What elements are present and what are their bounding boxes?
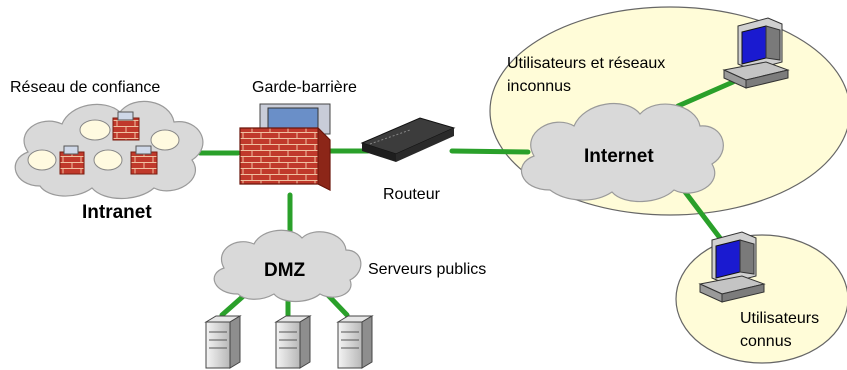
known-users-label-line1: Utilisateurs bbox=[740, 310, 819, 327]
known-users-label-line2: connus bbox=[740, 333, 792, 350]
internet-label: Internet bbox=[584, 146, 654, 167]
mini-firewall-icon bbox=[59, 145, 85, 175]
server-icon bbox=[274, 315, 312, 369]
router-icon bbox=[360, 117, 456, 162]
mini-firewall-icon bbox=[130, 145, 158, 175]
intranet-cloud-icon bbox=[14, 100, 204, 199]
mini-firewall-icon bbox=[112, 111, 140, 141]
public-servers-label: Serveurs publics bbox=[368, 261, 486, 278]
firewall-icon bbox=[239, 103, 331, 191]
firewall-label: Garde-barrière bbox=[252, 79, 357, 96]
server-icon bbox=[204, 315, 242, 369]
dmz-cloud-icon bbox=[213, 229, 362, 303]
trusted-network-label: Réseau de confiance bbox=[10, 79, 160, 96]
workstation-icon bbox=[698, 231, 766, 303]
unknown-users-label-line2: inconnus bbox=[507, 78, 571, 95]
unknown-users-label-line1: Utilisateurs et réseaux bbox=[507, 55, 665, 72]
dmz-label: DMZ bbox=[264, 260, 306, 281]
router-label: Routeur bbox=[383, 186, 441, 203]
intranet-label: Intranet bbox=[82, 202, 152, 223]
workstation-icon bbox=[722, 17, 790, 89]
link-internet-unknown-user bbox=[675, 79, 736, 109]
server-icon bbox=[336, 315, 374, 369]
internet-cloud-icon bbox=[521, 102, 724, 203]
link-router-internet bbox=[449, 148, 531, 155]
